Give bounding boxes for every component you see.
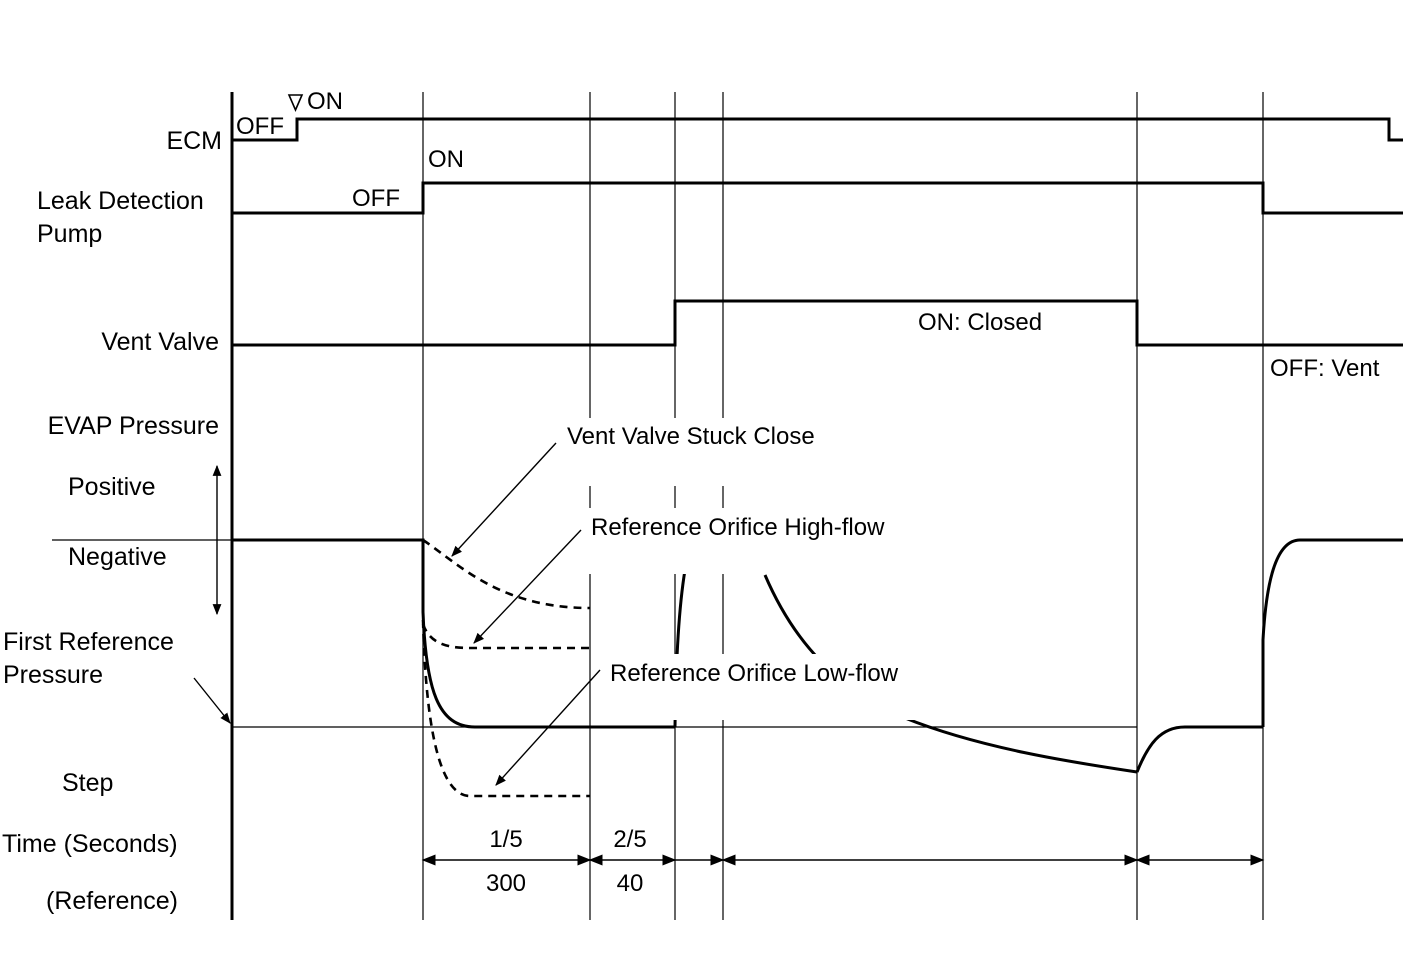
pump-label-line2: Pump — [37, 220, 102, 248]
first-reference-pointer — [193, 677, 231, 724]
vent-valve-on-state: ON: Closed — [918, 309, 1042, 336]
low-flow-callout-arrow — [495, 669, 601, 786]
high-flow-curve — [421, 623, 590, 650]
vent-valve-label: Vent Valve — [101, 328, 219, 356]
step-label: Step — [62, 769, 113, 797]
stuck-close-curve — [422, 538, 591, 610]
low-flow-callout: Reference Orifice Low-flow — [610, 660, 899, 687]
ecm-off-state: OFF — [236, 113, 284, 140]
first-reference-label-line2: Pressure — [3, 661, 103, 689]
ecm-label: ECM — [166, 127, 222, 155]
pump-trace — [232, 181, 1403, 215]
first-reference-label-line1: First Reference — [3, 628, 174, 656]
stuck-callout-arrow — [451, 442, 557, 557]
pump-off-state: OFF — [352, 185, 400, 212]
callout-mask-high — [585, 508, 935, 574]
step1-label: 1/5 — [489, 826, 522, 853]
pump-on-state: ON — [428, 146, 464, 173]
ecm-trace — [232, 117, 1403, 142]
high-flow-callout: Reference Orifice High-flow — [591, 514, 885, 541]
step2-seconds: 40 — [617, 870, 644, 897]
evap-pressure-label: EVAP Pressure — [48, 412, 219, 440]
high-flow-callout-arrow — [473, 529, 582, 644]
step2-label: 2/5 — [613, 826, 646, 853]
vent-valve-trace — [232, 299, 1403, 347]
ecm-on-marker-icon — [287, 94, 304, 113]
step1-seconds: 300 — [486, 870, 526, 897]
evap-curve-step1 — [232, 538, 675, 729]
time-label: Time (Seconds) — [2, 830, 178, 858]
ecm-on-state: ON — [307, 88, 343, 115]
low-flow-curve — [421, 619, 590, 798]
pump-label-line1: Leak Detection — [37, 187, 204, 215]
vent-valve-off-state: OFF: Vent — [1270, 355, 1380, 382]
negative-label: Negative — [68, 543, 167, 571]
evap-curve-step4 — [1135, 725, 1263, 773]
callout-mask-stuck — [560, 418, 860, 486]
positive-label: Positive — [68, 473, 156, 501]
stuck-close-callout: Vent Valve Stuck Close — [567, 423, 815, 450]
evap-curve-recovery — [1261, 538, 1403, 727]
callout-mask-low — [604, 654, 949, 720]
reference-label: (Reference) — [46, 887, 178, 915]
